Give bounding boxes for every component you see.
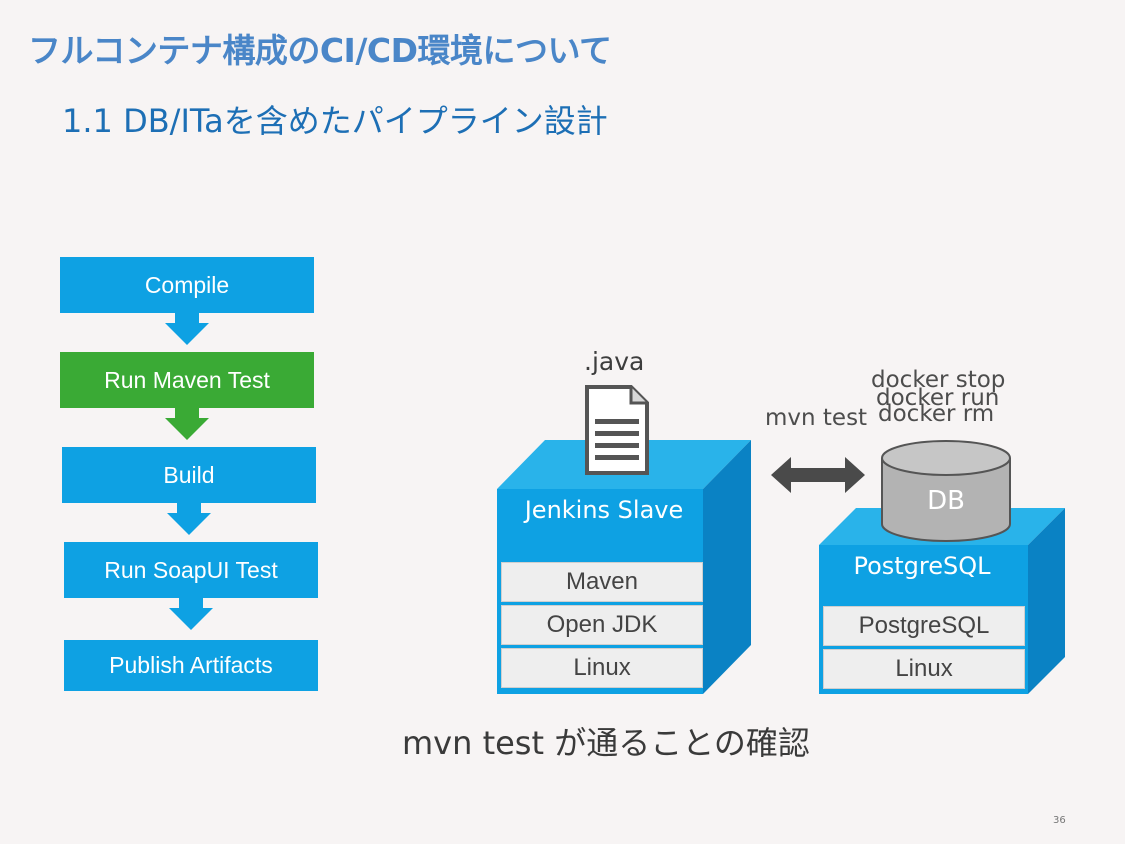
jenkins-layer-openjdk: Open JDK [501, 605, 703, 645]
jenkins-layer-maven: Maven [501, 562, 703, 602]
postgres-layer-linux: Linux [823, 649, 1025, 689]
db-label: DB [927, 486, 965, 516]
document-icon [585, 385, 649, 475]
down-arrow-icon [165, 408, 209, 440]
postgres-layer-postgresql: PostgreSQL [823, 606, 1025, 646]
java-file-label: .java [584, 347, 645, 376]
pipeline-step-build: Build [62, 447, 316, 503]
docker-stop-command: docker stop [871, 367, 1006, 393]
down-arrow-icon [169, 598, 213, 630]
slide-subtitle: 1.1 DB/ITaを含めたパイプライン設計 [62, 102, 608, 140]
docker-rm-command: docker rm [878, 401, 995, 427]
pipeline-step-run-maven-test: Run Maven Test [60, 352, 314, 408]
slide-caption: mvn test が通ることの確認 [402, 724, 810, 762]
docker-run-command: docker run [876, 385, 1000, 411]
pipeline-step-compile: Compile [60, 257, 314, 313]
mvn-test-label: mvn test [765, 405, 868, 431]
down-arrow-icon [165, 313, 209, 345]
page-number: 36 [1053, 815, 1066, 826]
double-arrow-icon [771, 457, 865, 493]
slide-title: フルコンテナ構成のCI/CD環境について [28, 31, 612, 70]
pipeline-step-publish-artifacts: Publish Artifacts [64, 640, 318, 691]
postgresql-label: PostgreSQL [853, 552, 991, 580]
pipeline-step-run-soapui-test: Run SoapUI Test [64, 542, 318, 598]
jenkins-layer-linux: Linux [501, 648, 703, 688]
database-cylinder-icon [881, 440, 1011, 542]
jenkins-slave-label: Jenkins Slave [524, 496, 684, 524]
down-arrow-icon [167, 503, 211, 535]
